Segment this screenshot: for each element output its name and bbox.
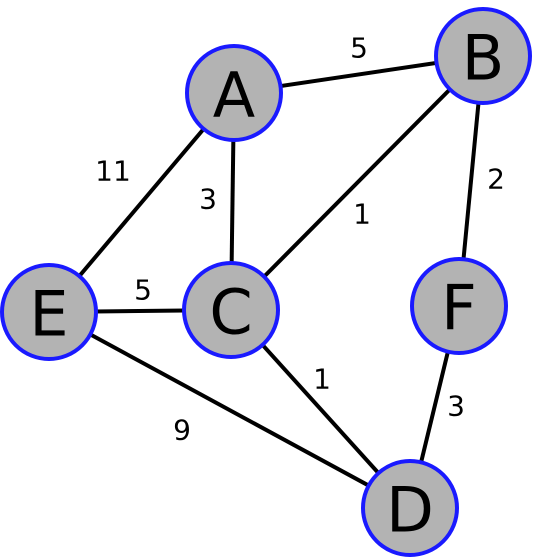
node-d: D [361, 459, 459, 557]
node-circle-d [361, 459, 459, 557]
node-label-b: B [462, 22, 505, 95]
node-c: C [182, 261, 280, 359]
edge-weight-a-e: 11 [95, 155, 131, 188]
edge-weight-f-d: 3 [447, 390, 465, 423]
node-label-a: A [213, 59, 255, 132]
node-circle-b [434, 7, 532, 105]
node-b: B [434, 7, 532, 105]
node-f: F [410, 257, 508, 355]
edge-b-c [229, 54, 485, 312]
edge-e-d [48, 310, 411, 510]
edge-weight-e-c: 5 [134, 274, 152, 307]
node-label-f: F [441, 272, 477, 345]
edge-weight-a-b: 5 [350, 32, 368, 65]
edge-weight-b-c: 1 [353, 198, 371, 231]
edge-weight-b-f: 2 [487, 163, 505, 196]
node-e: E [0, 263, 98, 361]
node-circle-a [185, 44, 283, 142]
node-circle-f [410, 257, 508, 355]
edge-weight-a-c: 3 [199, 183, 217, 216]
node-label-d: D [386, 474, 434, 547]
edge-weight-e-d: 9 [173, 414, 191, 447]
edge-weight-c-d: 1 [313, 363, 331, 396]
nodes-layer: A B C D E F [0, 7, 532, 557]
node-label-e: E [29, 278, 68, 351]
node-circle-e [0, 263, 98, 361]
node-label-c: C [209, 276, 252, 349]
node-circle-c [182, 261, 280, 359]
weights-layer: 5 11 3 1 2 5 1 9 3 [95, 32, 505, 447]
node-a: A [185, 44, 283, 142]
